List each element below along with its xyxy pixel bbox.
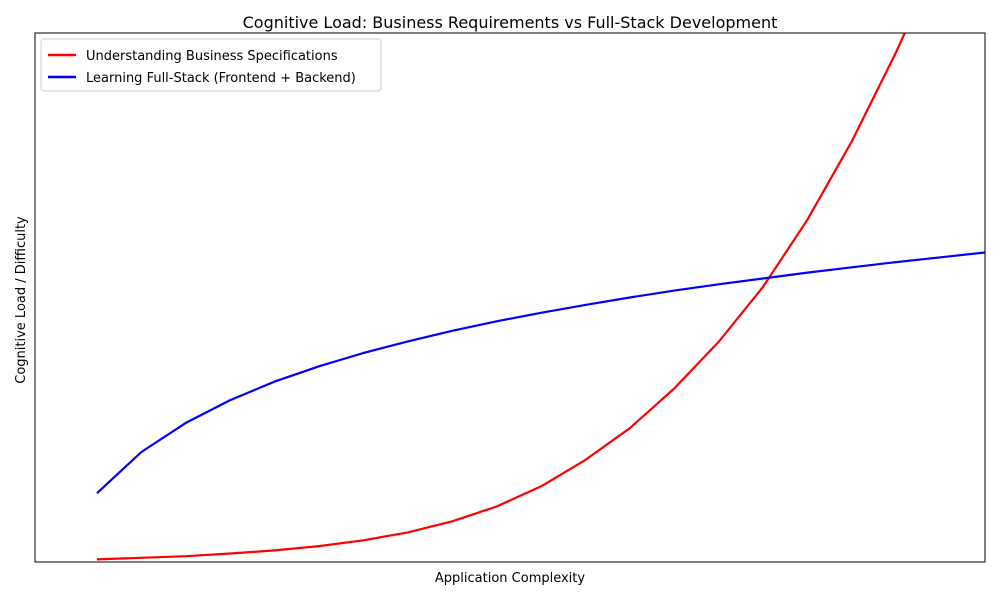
- legend-box: [40, 38, 382, 92]
- legend-label-full-stack: Learning Full-Stack (Frontend + Backend): [86, 71, 356, 86]
- chart-title: Cognitive Load: Business Requirements vs…: [243, 13, 778, 32]
- x-axis-label: Application Complexity: [435, 571, 585, 586]
- y-axis-label: Cognitive Load / Difficulty: [14, 216, 29, 384]
- series-line-business-specs: [96, 33, 906, 561]
- series-line-full-stack: [96, 251, 985, 495]
- series-layer: [96, 33, 985, 561]
- legend-label-business-specs: Understanding Business Specifications: [86, 49, 338, 64]
- legend: Understanding Business Specifications Le…: [40, 38, 382, 92]
- plot-frame: [34, 32, 986, 563]
